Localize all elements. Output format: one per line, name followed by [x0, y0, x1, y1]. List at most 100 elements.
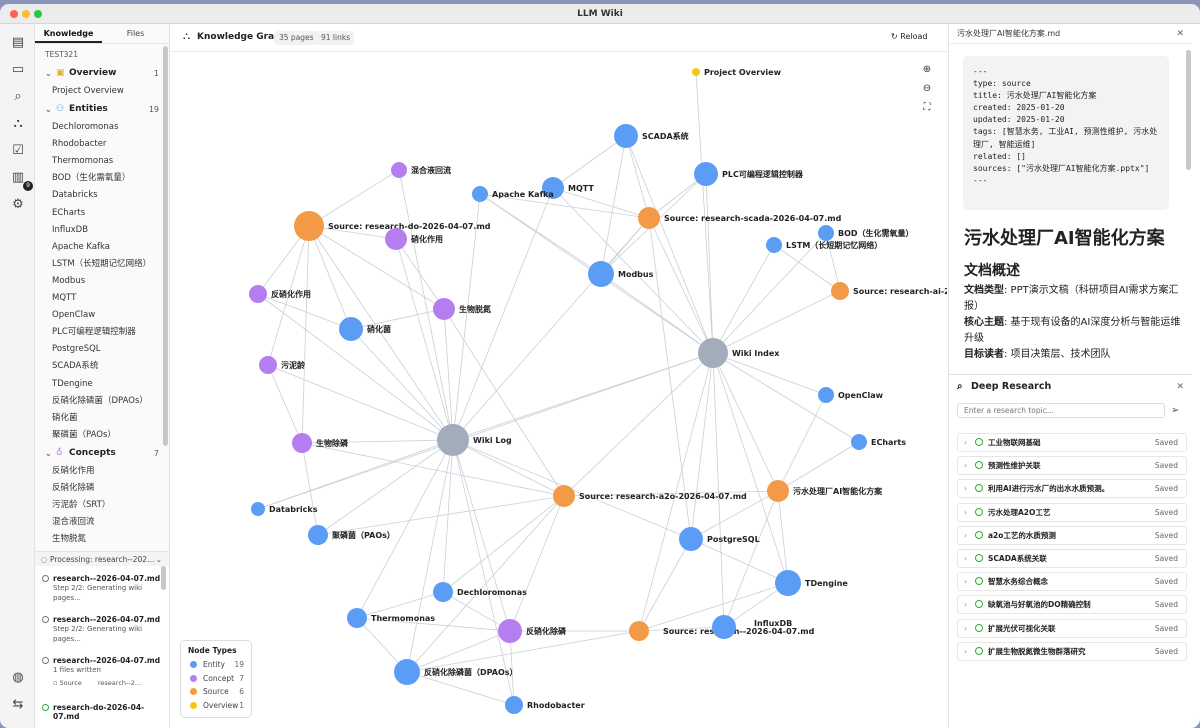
- research-item[interactable]: ›利用AI进行污水厂的出水水质预测。Saved: [957, 479, 1187, 499]
- swap-icon[interactable]: ⇆: [12, 696, 24, 712]
- graph-node-bod[interactable]: BOD（生化需氧量）: [818, 225, 914, 241]
- graph-node-wnl[interactable]: 污泥龄: [259, 356, 306, 374]
- section-concepts[interactable]: ⌄ ♁ Concepts 7: [35, 444, 169, 463]
- document-icon[interactable]: ▤: [11, 34, 25, 50]
- sidebar-item[interactable]: 聚磷菌（PAOs）: [52, 429, 116, 440]
- sidebar-item[interactable]: InfluxDB: [52, 224, 89, 235]
- globe-icon[interactable]: ◍: [12, 669, 24, 685]
- sidebar-item[interactable]: 反硝化除磷: [52, 482, 95, 493]
- processing-status[interactable]: ◌ Processing: research--202… ⌄: [35, 551, 169, 566]
- sidebar-item[interactable]: BOD（生化需氧量）: [52, 173, 131, 184]
- graph-node-fxcl[interactable]: 反硝化除磷: [498, 619, 567, 643]
- job-item[interactable]: research--2026-04-07.md 1 files written …: [39, 656, 163, 688]
- close-icon[interactable]: ✕: [1176, 29, 1184, 39]
- sidebar-item[interactable]: 污泥龄（SRT）: [52, 500, 111, 511]
- knowledge-graph-canvas[interactable]: Project OverviewSCADA系统PLC可编程逻辑控制器MQTTAp…: [171, 52, 947, 728]
- sidebar-item[interactable]: SCADA系统: [52, 361, 99, 372]
- sidebar-item[interactable]: Project Overview: [52, 86, 124, 96]
- graph-node-xhj[interactable]: 硝化菌: [339, 317, 391, 341]
- sidebar-item[interactable]: 硝化菌: [52, 412, 78, 423]
- sidebar-item[interactable]: Thermomonas: [52, 156, 114, 167]
- close-window-button[interactable]: [10, 10, 18, 18]
- graph-node-swcl[interactable]: 生物除磷: [292, 433, 349, 453]
- sidebar-scrollbar[interactable]: [163, 46, 168, 446]
- job-item[interactable]: research--2026-04-07.md Step 2/2: Genera…: [39, 615, 163, 644]
- folder-icon[interactable]: ▭: [11, 61, 25, 77]
- graph-node-databricks[interactable]: Databricks: [251, 502, 318, 516]
- clipboard-icon[interactable]: ☑: [12, 142, 24, 158]
- graph-node-srca2o[interactable]: Source: research-a2o-2026-04-07.md: [553, 485, 747, 507]
- graph-icon[interactable]: ⛬: [13, 115, 23, 131]
- zoom-out-button[interactable]: ⊖: [922, 83, 932, 94]
- search-icon[interactable]: ⌕: [14, 88, 22, 104]
- sidebar-item[interactable]: Databricks: [52, 190, 98, 201]
- graph-node-dechl[interactable]: Dechloromonas: [433, 582, 527, 602]
- graph-node-paos[interactable]: 聚磷菌（PAOs）: [308, 525, 395, 545]
- section-entities[interactable]: ⌄ ⚇ Entities 19: [35, 100, 169, 119]
- graph-node-xiaohua[interactable]: 硝化作用: [385, 228, 443, 250]
- graph-node-po[interactable]: Project Overview: [692, 68, 782, 77]
- graph-node-hunhe[interactable]: 混合液回流: [391, 162, 451, 178]
- graph-node-swtd[interactable]: 生物脱氮: [433, 298, 491, 320]
- fit-view-button[interactable]: ⛶: [923, 102, 931, 113]
- settings-icon[interactable]: ⚙: [12, 196, 24, 212]
- sidebar-item[interactable]: PostgreSQL: [52, 344, 101, 355]
- graph-node-wsai[interactable]: 污水处理厂AI智能化方案: [767, 480, 883, 502]
- sidebar-item[interactable]: TDengine: [52, 378, 93, 389]
- graph-node-srcscada[interactable]: Source: research-scada-2026-04-07.md: [638, 207, 842, 229]
- close-icon[interactable]: ✕: [1176, 382, 1184, 392]
- send-icon[interactable]: ➢: [1171, 405, 1180, 416]
- graph-node-log[interactable]: Wiki Log: [437, 424, 512, 456]
- graph-node-thermo[interactable]: Thermomonas: [347, 608, 435, 628]
- graph-node-echarts[interactable]: ECharts: [851, 434, 906, 450]
- graph-node-pg[interactable]: PostgreSQL: [679, 527, 760, 551]
- minimize-window-button[interactable]: [22, 10, 30, 18]
- graph-node-wiki[interactable]: Wiki Index: [698, 338, 780, 368]
- graph-node-lstm[interactable]: LSTM（长短期记忆网络）: [766, 237, 882, 253]
- job-scrollbar[interactable]: [161, 566, 166, 590]
- job-item[interactable]: research-do-2026-04-07.md: [39, 703, 163, 721]
- job-item[interactable]: research--2026-04-07.md Step 2/2: Genera…: [39, 574, 163, 603]
- graph-node-scada[interactable]: SCADA系统: [614, 124, 689, 148]
- tab-knowledge[interactable]: Knowledge: [35, 24, 102, 43]
- sidebar-item[interactable]: Rhodobacter: [52, 139, 107, 150]
- section-overview[interactable]: ⌄ ▣ Overview 1: [35, 64, 169, 83]
- sidebar-item[interactable]: 生物脱氮: [52, 534, 87, 545]
- zoom-window-button[interactable]: [34, 10, 42, 18]
- sidebar-item[interactable]: OpenClaw: [52, 310, 96, 321]
- graph-node-srcres[interactable]: Source: research--2026-04-07.md: [629, 621, 815, 641]
- graph-node-plc[interactable]: PLC可编程逻辑控制器: [694, 162, 804, 186]
- graph-node-mqtt[interactable]: MQTT: [542, 177, 594, 199]
- sidebar-item[interactable]: PLC可编程逻辑控制器: [52, 327, 136, 338]
- graph-node-fxzy[interactable]: 反硝化作用: [249, 285, 311, 303]
- graph-node-rhodo[interactable]: Rhodobacter: [505, 696, 585, 714]
- graph-node-influx[interactable]: InfluxDB: [712, 615, 792, 639]
- sidebar-item[interactable]: 反硝化作用: [52, 465, 95, 476]
- graph-node-modbus[interactable]: Modbus: [588, 261, 654, 287]
- graph-node-openclaw[interactable]: OpenClaw: [818, 387, 884, 403]
- sidebar-item[interactable]: MQTT: [52, 293, 77, 304]
- sidebar-item[interactable]: 反硝化除磷菌（DPAOs）: [52, 395, 148, 406]
- reload-button[interactable]: ↻ Reload: [891, 32, 927, 41]
- sidebar-item[interactable]: 混合液回流: [52, 517, 95, 528]
- queue-icon[interactable]: ▥: [11, 169, 25, 185]
- sidebar-item[interactable]: Dechloromonas: [52, 122, 119, 133]
- graph-node-dpaos[interactable]: 反硝化除磷菌（DPAOs）: [394, 659, 518, 685]
- graph-node-tde[interactable]: TDengine: [775, 570, 848, 596]
- graph-node-srcdo[interactable]: Source: research-do-2026-04-07.md: [294, 211, 491, 241]
- sidebar-item[interactable]: LSTM（长短期记忆网络）: [52, 258, 152, 269]
- tab-files[interactable]: Files: [126, 29, 145, 38]
- research-topic-input[interactable]: Enter a research topic...: [957, 403, 1165, 418]
- sidebar-item[interactable]: Modbus: [52, 275, 86, 286]
- doc-scrollbar[interactable]: [1186, 50, 1191, 170]
- graph-node-srcai[interactable]: Source: research-ai-2026: [831, 282, 947, 300]
